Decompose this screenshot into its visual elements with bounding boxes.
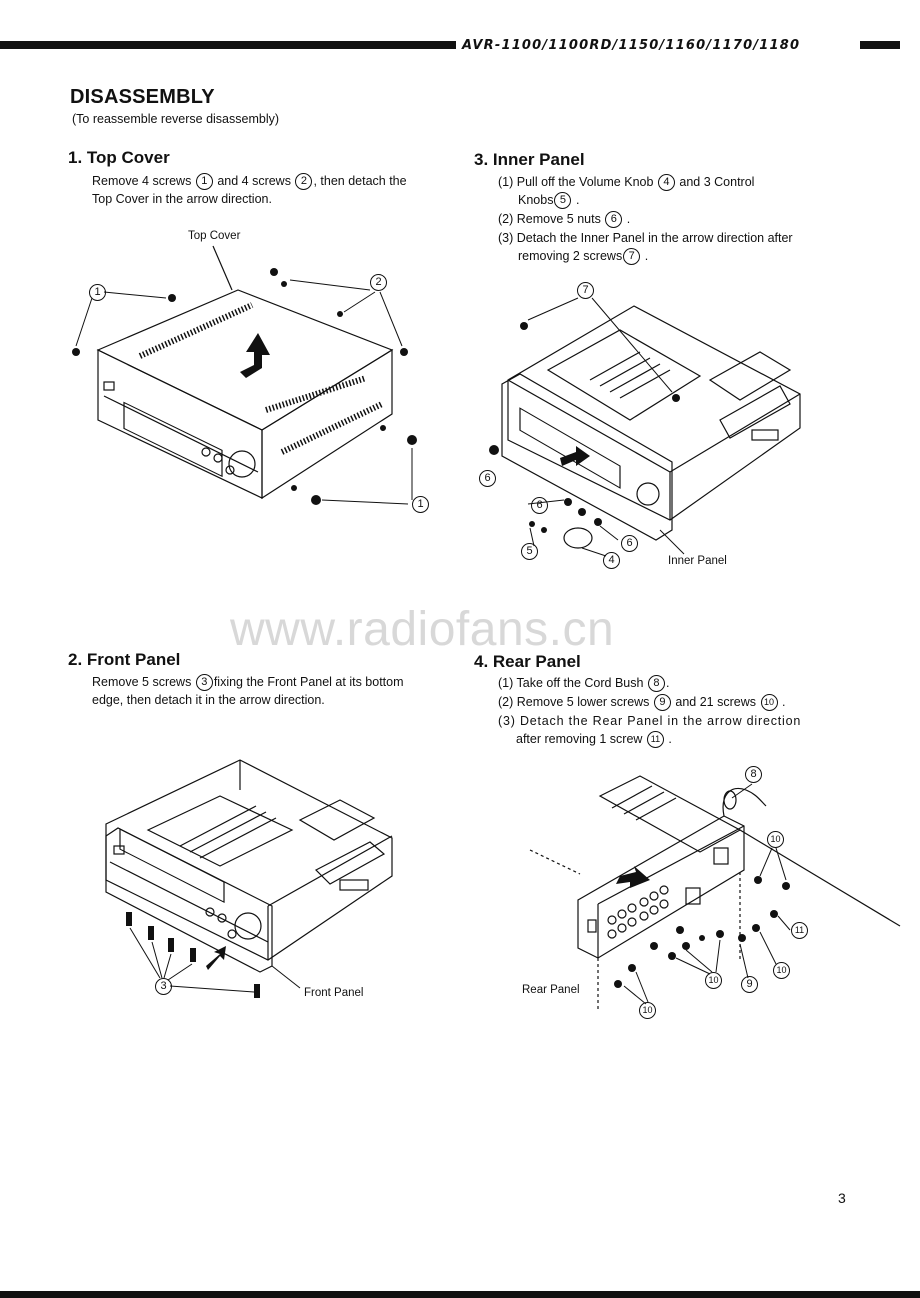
text-fragment: . <box>668 732 672 746</box>
inner-panel-callout: Inner Panel <box>668 555 727 567</box>
inner-panel-step1: (1) Pull off the Volume Knob 4 and 3 Con… <box>498 173 754 192</box>
text-fragment: , then detach the <box>313 174 407 188</box>
marker-1: 1 <box>89 284 106 302</box>
header-rule-left <box>0 41 456 49</box>
text-fragment: Knobs <box>518 193 554 207</box>
rear-panel-step2: (2) Remove 5 lower screws 9 and 21 screw… <box>498 693 785 712</box>
marker-5: 5 <box>521 543 538 561</box>
text-fragment: after removing 1 screw <box>516 732 643 746</box>
section-title-front-panel: 2. Front Panel <box>68 650 181 669</box>
text-fragment: (2) Remove 5 nuts <box>498 212 601 226</box>
diagram-marker-1a: 1 <box>88 284 107 302</box>
rear-panel-step1: (1) Take off the Cord Bush 8. <box>498 674 669 693</box>
front-panel-callout: Front Panel <box>304 987 364 999</box>
text-fragment: (2) Remove 5 lower screws <box>498 695 650 709</box>
diagram-marker-10d: 10 <box>638 1002 657 1020</box>
text-fragment: Remove 4 screws <box>92 174 192 188</box>
marker-1: 1 <box>195 173 213 191</box>
page-number: 3 <box>838 1190 846 1206</box>
rear-panel-callout: Rear Panel <box>522 984 580 996</box>
text-fragment: Remove 5 screws <box>92 675 192 689</box>
marker-6: 6 <box>479 470 496 488</box>
marker-8: 8 <box>647 675 665 693</box>
text-fragment: (1) Take off the Cord Bush <box>498 676 644 690</box>
marker-10: 10 <box>773 962 790 980</box>
diagram-marker-10a: 10 <box>766 831 785 849</box>
text-fragment: removing 2 screws <box>518 249 623 263</box>
marker-6: 6 <box>621 535 638 553</box>
inner-panel-step2: (2) Remove 5 nuts 6 . <box>498 210 630 229</box>
section-title-inner-panel: 3. Inner Panel <box>474 150 585 169</box>
marker-4: 4 <box>603 552 620 570</box>
watermark: www.radiofans.cn <box>230 603 615 656</box>
marker-10: 10 <box>767 831 784 849</box>
diagram-marker-4: 4 <box>602 552 621 570</box>
diagram-marker-1b: 1 <box>411 496 430 514</box>
rear-panel-step3-cont: after removing 1 screw 11 . <box>516 730 672 749</box>
marker-9: 9 <box>741 976 758 994</box>
text-fragment: . <box>644 249 649 263</box>
marker-11: 11 <box>646 731 664 749</box>
top-cover-callout: Top Cover <box>188 230 241 242</box>
marker-3: 3 <box>155 978 172 996</box>
page-title: DISASSEMBLY <box>70 86 215 108</box>
page-subtitle: (To reassemble reverse disassembly) <box>72 112 280 126</box>
model-header: AVR-1100/1100RD/1150/1160/1170/1180 <box>462 38 801 53</box>
marker-6: 6 <box>531 497 548 515</box>
inner-panel-step3: (3) Detach the Inner Panel in the arrow … <box>498 231 793 245</box>
section-title-top-cover: 1. Top Cover <box>68 148 170 167</box>
text-fragment: and 21 screws <box>675 695 757 709</box>
top-cover-text-line1: Remove 4 screws 1 and 4 screws 2, then d… <box>92 172 407 191</box>
marker-4: 4 <box>657 174 675 192</box>
marker-10: 10 <box>639 1002 656 1020</box>
marker-10: 10 <box>760 694 778 712</box>
text-fragment: . <box>575 193 580 207</box>
header-rule-right <box>860 41 900 49</box>
marker-10: 10 <box>705 972 722 990</box>
text-fragment: . <box>665 676 670 690</box>
marker-2: 2 <box>295 173 313 191</box>
marker-6: 6 <box>605 211 623 229</box>
diagram-marker-3: 3 <box>154 978 173 996</box>
text-fragment: (1) Pull off the Volume Knob <box>498 175 654 189</box>
diagram-marker-11: 11 <box>790 922 809 940</box>
diagram-marker-7: 7 <box>576 282 595 300</box>
diagram-marker-5: 5 <box>520 543 539 561</box>
rear-panel-step3: (3) Detach the Rear Panel in the arrow d… <box>498 714 802 728</box>
marker-8: 8 <box>745 766 762 784</box>
text-fragment: fixing the Front Panel at its bottom <box>213 675 404 689</box>
marker-7: 7 <box>623 248 641 266</box>
text-fragment: . <box>781 695 786 709</box>
diagram-marker-6a: 6 <box>478 470 497 488</box>
marker-2: 2 <box>370 274 387 292</box>
marker-7: 7 <box>577 282 594 300</box>
diagram-marker-9: 9 <box>740 976 759 994</box>
diagram-marker-2: 2 <box>369 274 388 292</box>
marker-11: 11 <box>791 922 808 940</box>
footer-rule <box>0 1291 920 1298</box>
diagram-marker-6b: 6 <box>530 497 549 515</box>
diagram-marker-10b: 10 <box>772 962 791 980</box>
text-fragment: . <box>626 212 631 226</box>
marker-3: 3 <box>195 674 213 692</box>
front-panel-text-line2: edge, then detach it in the arrow direct… <box>92 693 325 707</box>
top-cover-text-line2: Top Cover in the arrow direction. <box>92 192 272 206</box>
diagram-marker-8: 8 <box>744 766 763 784</box>
marker-1: 1 <box>412 496 429 514</box>
section-title-rear-panel: 4. Rear Panel <box>474 652 581 671</box>
marker-9: 9 <box>653 694 671 712</box>
diagram-marker-6c: 6 <box>620 535 639 553</box>
diagram-marker-10c: 10 <box>704 972 723 990</box>
marker-5: 5 <box>554 192 572 210</box>
text-fragment: and 4 screws <box>217 174 291 188</box>
text-fragment: and 3 Control <box>679 175 755 189</box>
